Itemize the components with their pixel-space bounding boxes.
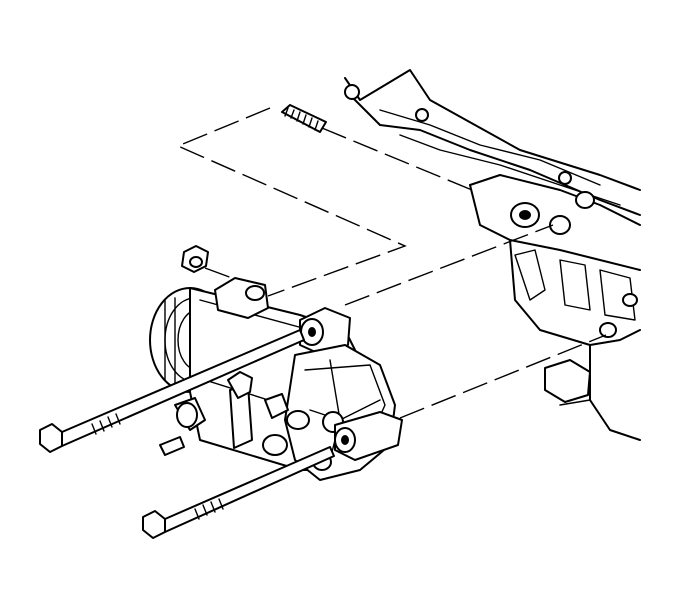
engine-block [344, 69, 641, 441]
alignment-lines [176, 107, 607, 419]
stud-nut [181, 245, 209, 273]
mounting-stud [281, 104, 327, 133]
short-mounting-bolt [142, 446, 335, 539]
ac-compressor [149, 277, 403, 481]
long-mounting-bolt [39, 329, 305, 453]
